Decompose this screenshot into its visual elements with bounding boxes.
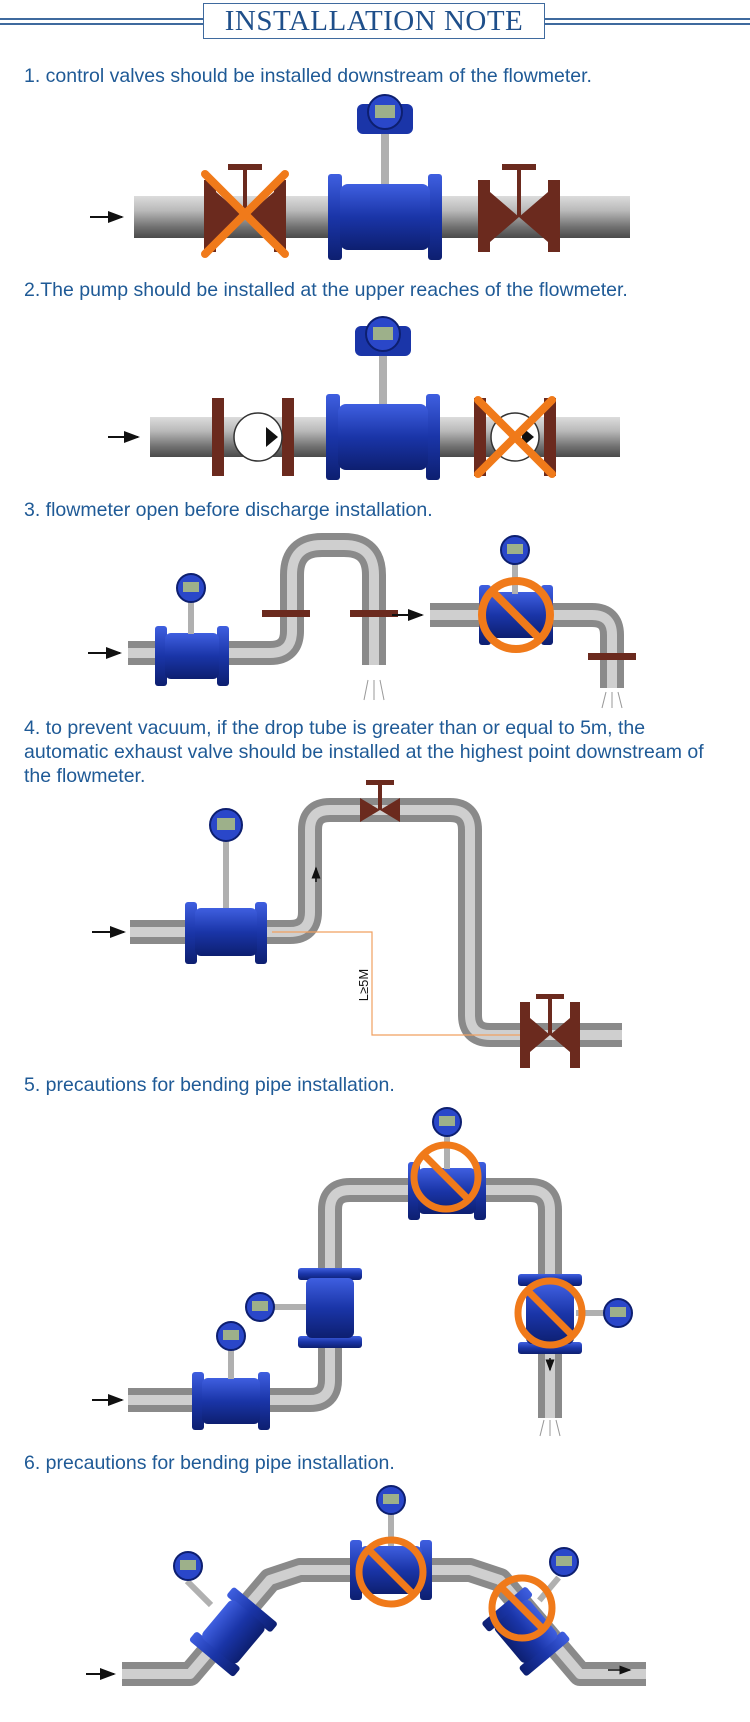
flowmeter-incline [189,1587,277,1677]
diagram-5 [92,1107,633,1437]
meter-display [556,1556,572,1566]
control-valve-downstream [478,164,560,252]
pipe-loop-highlight [128,540,379,665]
diagram-3 [88,533,636,709]
flowmeter [328,94,442,260]
flowmeter [185,808,267,964]
note-4: 4. to prevent vacuum, if the drop tube i… [24,717,704,787]
pipe-highlight [128,1185,555,1418]
forbid-circle-icon [514,1277,586,1349]
page-title: INSTALLATION NOTE [224,4,524,37]
diagram-4: L≥5M [92,780,622,1068]
forbid-circle-icon [355,1536,427,1608]
diagram-6 [86,1485,646,1686]
exhaust-valve [360,780,400,822]
discharge-spray-icon [601,691,623,709]
height-dimension [272,931,520,1036]
flowmeter [155,573,229,686]
meter-display [180,1560,196,1570]
forbid-circle-icon [488,1574,556,1642]
note-3: 3. flowmeter open before discharge insta… [24,499,433,521]
forbid-cross-icon [201,170,289,258]
pump [212,398,294,476]
note-1: 1. control valves should be installed do… [24,65,592,87]
discharge-spray-icon [363,679,385,701]
flange [588,653,636,660]
meter-neck [184,1578,214,1608]
discharge-spray-icon [539,1419,561,1437]
title-rule-left [0,18,203,20]
forbid-cross-icon [474,396,556,478]
flange [262,610,310,617]
shutoff-valve [520,994,580,1068]
title-rule-right-2 [545,23,750,25]
title-rule-right [545,18,750,20]
title-box: INSTALLATION NOTE [203,3,545,39]
forbid-circle-icon [478,577,554,653]
forbid-circle-icon [410,1141,482,1213]
pipe-elbow-highlight [430,610,617,688]
diagram-2 [108,316,620,480]
note-2: 2.The pump should be installed at the up… [24,279,628,301]
flowmeter-horizontal [192,1321,270,1430]
note-5: 5. precautions for bending pipe installa… [24,1074,395,1096]
header: INSTALLATION NOTE [0,0,750,44]
diagram-1 [90,94,630,260]
drop-length-label: L≥5M [356,969,371,1001]
title-rule-left-2 [0,23,203,25]
flowmeter-vertical [245,1268,362,1348]
note-6: 6. precautions for bending pipe installa… [24,1452,395,1474]
flowmeter [326,316,440,480]
flange [350,610,398,617]
